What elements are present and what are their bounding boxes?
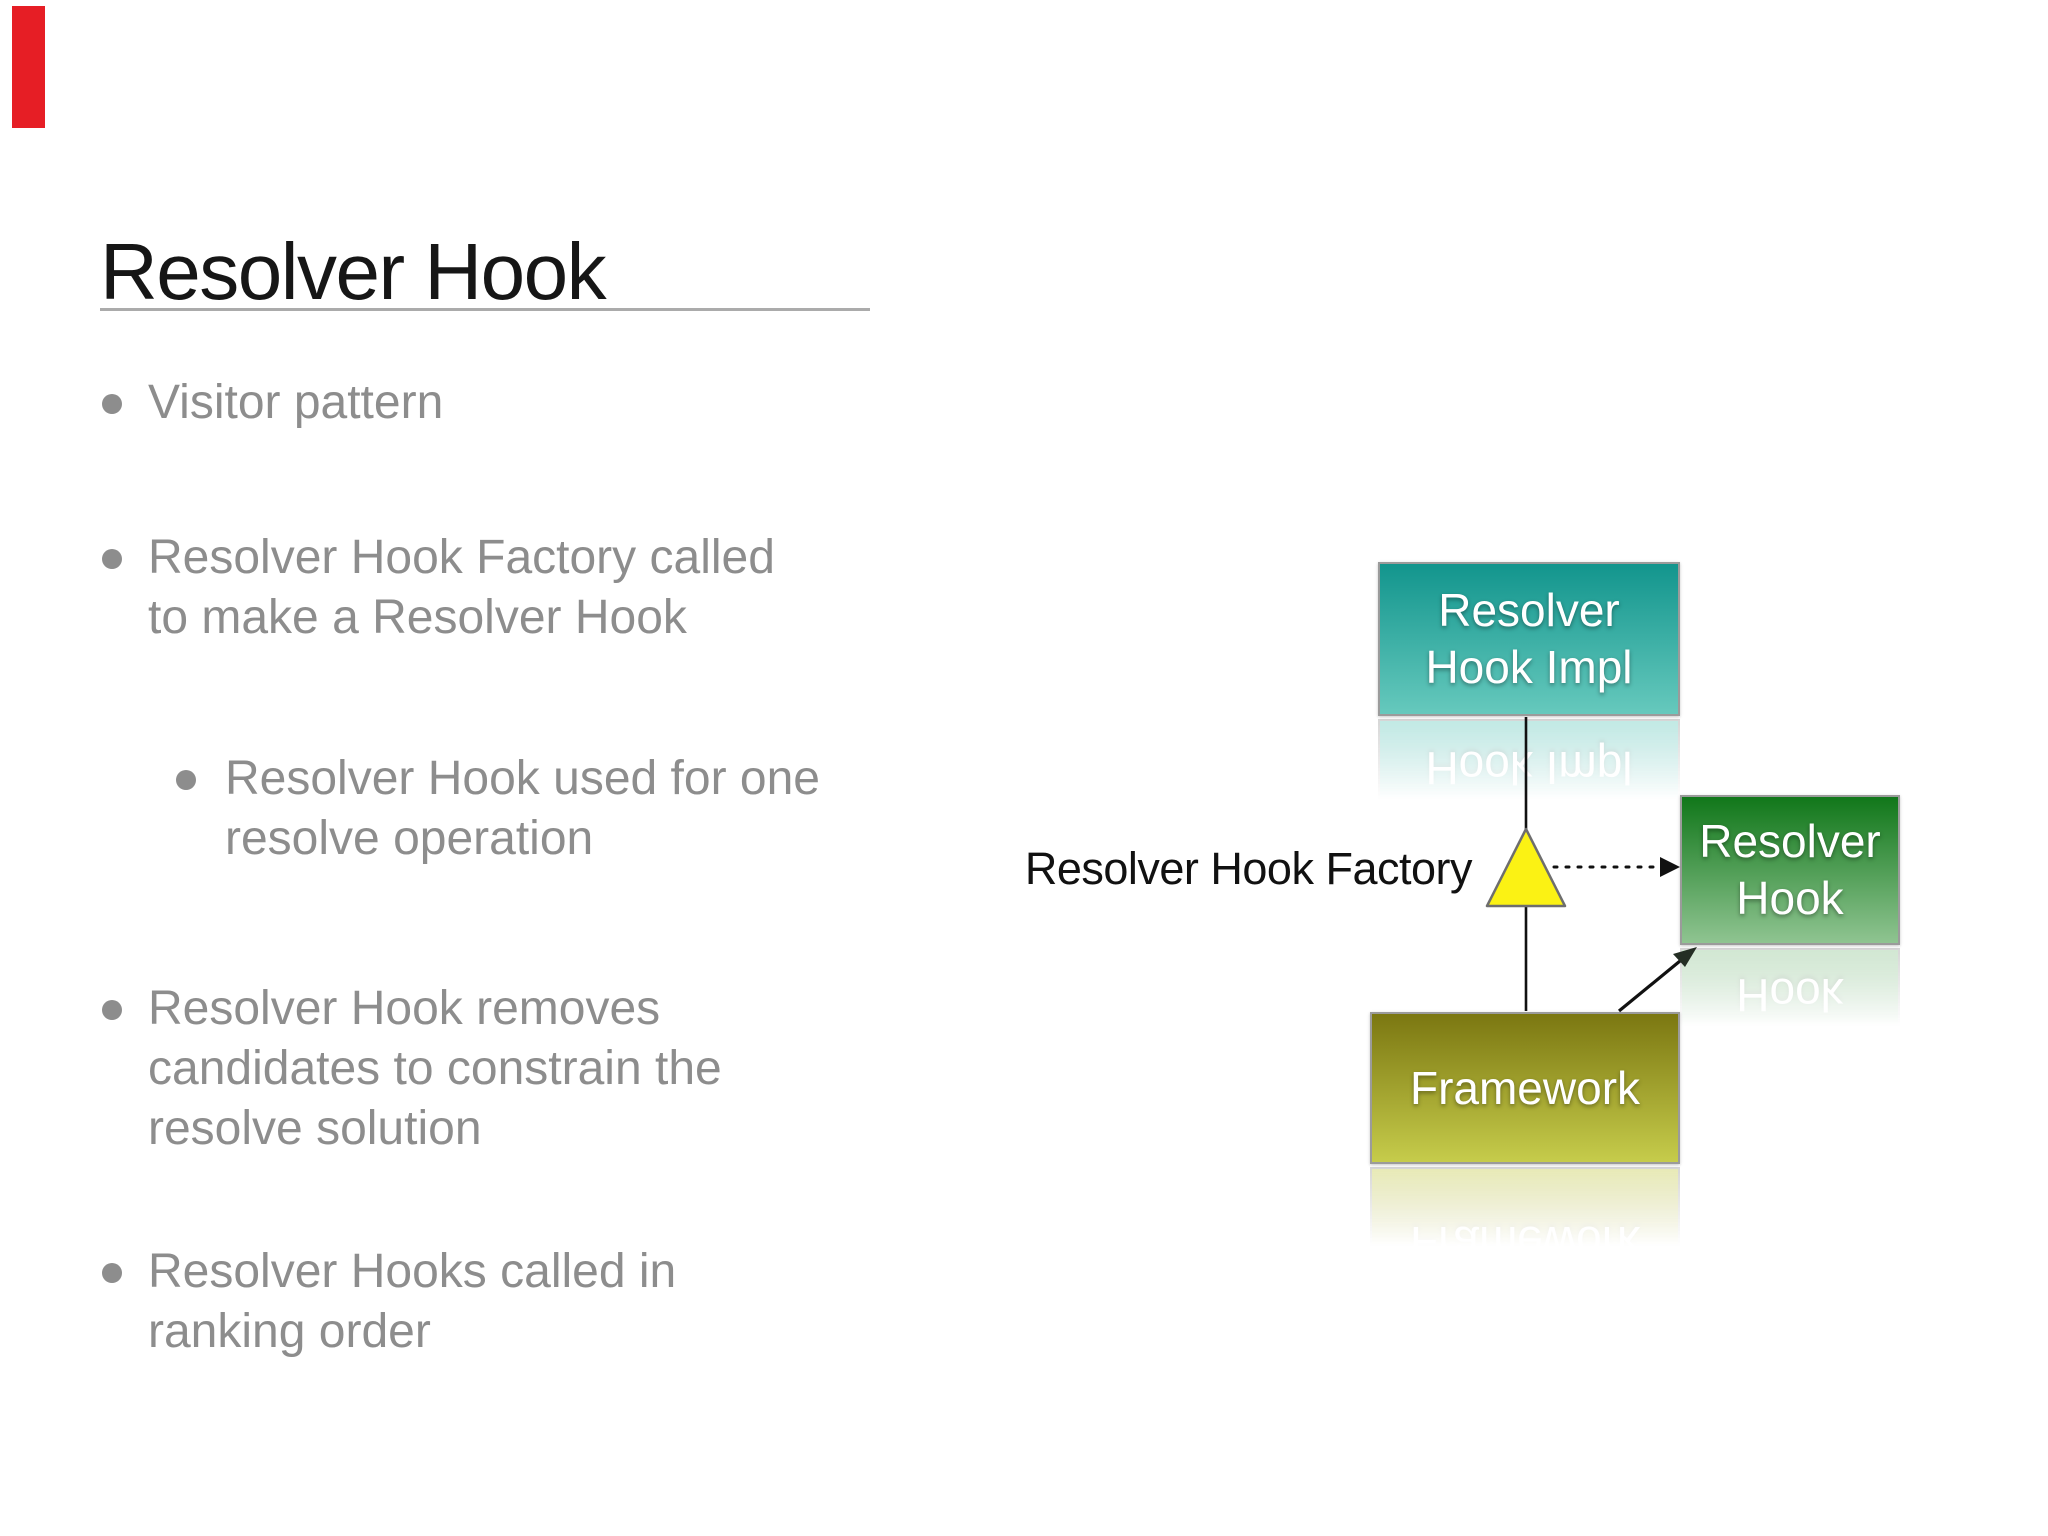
node-label-line: Resolver — [1438, 584, 1620, 636]
node-label-line: Framework — [1409, 1061, 1641, 1114]
page-title: Resolver Hook — [100, 226, 607, 316]
node-framework: Framework Framework — [1370, 1012, 1680, 1319]
bullet-text-line: to make a Resolver Hook — [148, 591, 687, 644]
bullet-item: Resolver Hooks called in ranking order — [101, 1242, 677, 1362]
bullet-text-line: resolve solution — [148, 1102, 482, 1155]
bullet-item: Resolver Hook used for one resolve operat… — [176, 749, 820, 869]
node-resolver-hook-reflection: Resolver Hook — [1680, 948, 1900, 1098]
node-label-line: Resolver — [1699, 815, 1881, 867]
node-label-line: Hook — [1736, 872, 1844, 924]
bullet-text-line: Resolver Hook used for one — [225, 752, 820, 805]
node-label-line: Framework — [1409, 1217, 1641, 1270]
node-label-line: Resolver — [1699, 1026, 1881, 1078]
bullet-text-line: candidates to constrain the — [148, 1042, 722, 1095]
resolver-hook-factory-label: Resolver Hook Factory — [1024, 843, 1473, 894]
node-label-line: Hook Impl — [1425, 742, 1633, 794]
bullet-item: Visitor pattern — [101, 373, 444, 433]
bullet-item: Resolver Hook removes candidates to const… — [102, 979, 722, 1159]
bullet-item: Resolver Hook Factory called to make a Re… — [102, 528, 775, 648]
node-framework-reflection: Framework — [1370, 1167, 1680, 1319]
node-label-line: Hook — [1736, 969, 1844, 1021]
node-label-line: Hook Impl — [1425, 641, 1633, 693]
bullet-text-line: Resolver Hook removes — [148, 982, 661, 1035]
node-resolver-hook-impl: Resolver Hook Impl Resolver Hook Impl — [1378, 562, 1680, 873]
bullet-text-line: Resolver Hooks called in — [148, 1245, 677, 1298]
bullet-text-line: ranking order — [148, 1305, 431, 1358]
bullet-text-line: resolve operation — [225, 812, 594, 865]
bullet-text-line: Resolver Hook Factory called — [148, 531, 775, 584]
node-resolver-hook: Resolver Hook Resolver Hook — [1680, 795, 1900, 1098]
connector-framework-to-hook — [1617, 959, 1682, 1013]
red-accent-bar — [12, 6, 45, 128]
title-underline — [100, 308, 870, 311]
bullet-text-line: Visitor pattern — [148, 376, 444, 429]
